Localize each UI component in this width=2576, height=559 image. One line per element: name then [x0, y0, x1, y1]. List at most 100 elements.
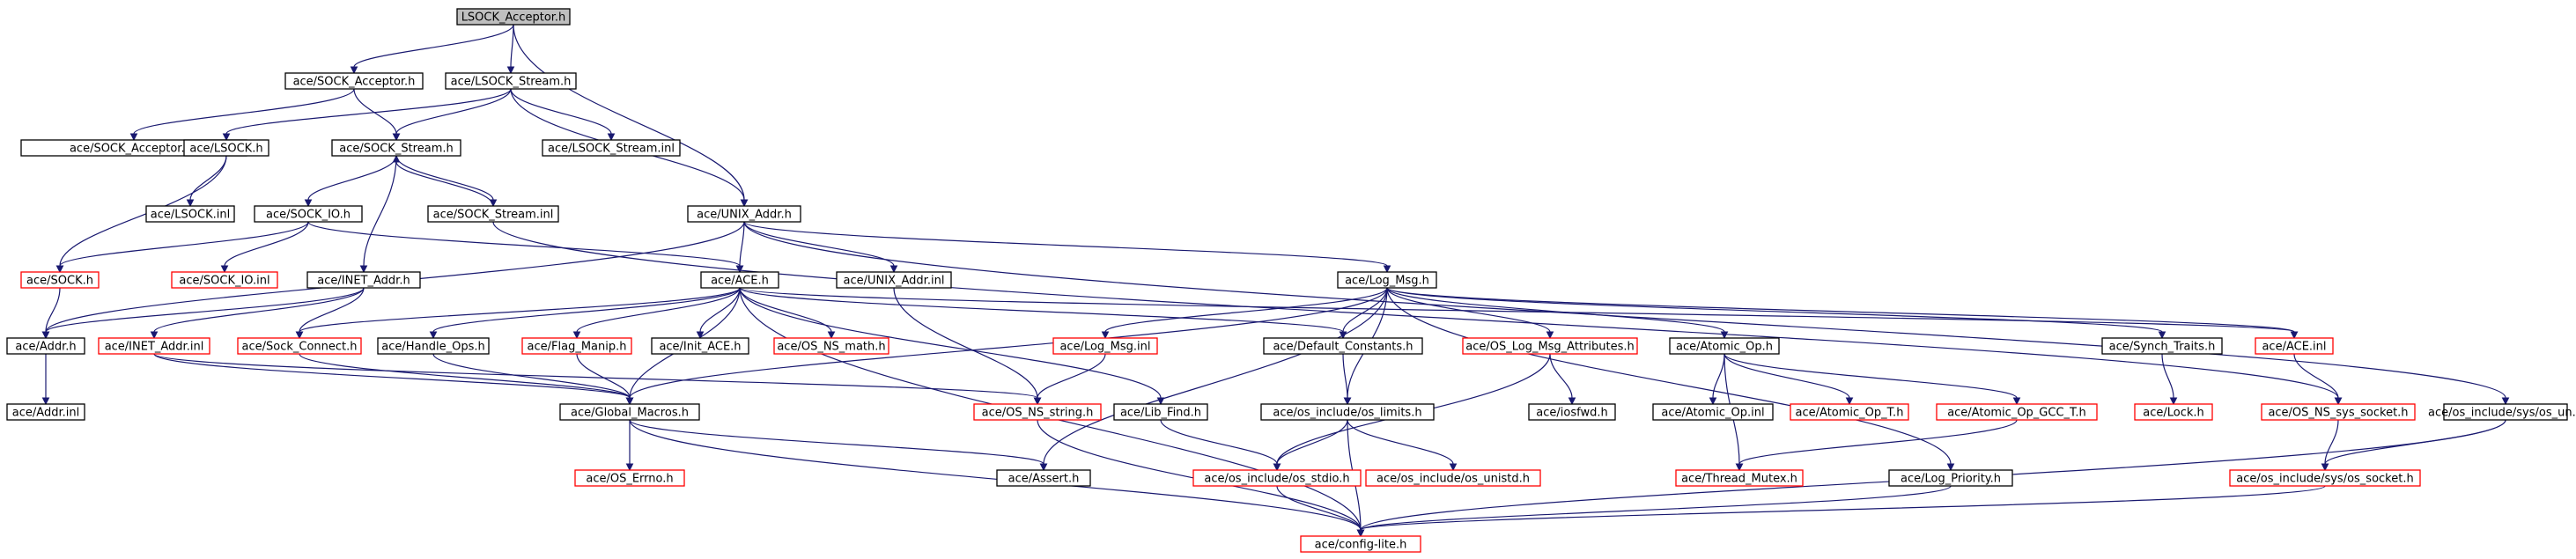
edge-sock_stream_h-to-sock_io_h: [304, 155, 397, 208]
node-addr-h[interactable]: ace/Addr.h: [6, 337, 85, 355]
edge-log_msg_h-to-log_msg_inl: [1101, 287, 1388, 340]
edge-ace_h-to-sock_connect_h: [295, 287, 741, 340]
node-lsock-inl[interactable]: ace/LSOCK.inl: [145, 205, 235, 223]
node-lsock-h[interactable]: ace/LSOCK.h: [183, 139, 269, 157]
node-handle-ops-h[interactable]: ace/Handle_Ops.h: [377, 337, 490, 355]
node-os-log-msg-attributes-h[interactable]: ace/OS_Log_Msg_Attributes.h: [1462, 337, 1638, 355]
edge-inet_addr_inl-to-global_macros_h: [153, 353, 634, 406]
node-label: ace/Atomic_Op_GCC_T.h: [1947, 407, 2086, 420]
node-unix-addr-h[interactable]: ace/UNIX_Addr.h: [687, 205, 801, 223]
node-init-ace-h[interactable]: ace/Init_ACE.h: [651, 337, 749, 355]
edge-os_include_sys_os_un_h-to-os_include_sys_os_socket_h: [2321, 419, 2506, 472]
node-sock-io-h[interactable]: ace/SOCK_IO.h: [254, 205, 363, 223]
node-flag-manip-h[interactable]: ace/Flag_Manip.h: [521, 337, 632, 355]
node-box: [2134, 403, 2213, 421]
node-inet-addr-inl[interactable]: ace/INET_Addr.inl: [98, 337, 210, 355]
node-iosfwd-h[interactable]: ace/iosfwd.h: [1528, 403, 1616, 421]
node-config-lite-h[interactable]: ace/config-lite.h: [1300, 535, 1421, 553]
node-box: [1936, 403, 2098, 421]
edge-atomic_op_h-to-atomic_op_gcc_t_h: [1723, 353, 2021, 406]
node-atomic-op-h[interactable]: ace/Atomic_Op.h: [1669, 337, 1780, 355]
node-log-msg-h[interactable]: ace/Log_Msg.h: [1337, 271, 1437, 289]
node-label: ace/Lock.h: [2143, 407, 2204, 420]
edge-log_msg_h-to-assert_h: [1039, 287, 1388, 472]
node-sock-h[interactable]: ace/SOCK.h: [20, 271, 100, 289]
edge-log_msg_h-to-global_macros_h: [625, 287, 1388, 406]
node-label: ace/SOCK_IO.h: [266, 209, 351, 222]
node-box: [2443, 403, 2568, 421]
node-box: [651, 337, 749, 355]
node-sock-connect-h[interactable]: ace/Sock_Connect.h: [237, 337, 362, 355]
edge-log_msg_h-to-os_log_msg_attributes_h: [1386, 287, 1554, 340]
node-lib-find-h[interactable]: ace/Lib_Find.h: [1113, 403, 1208, 421]
edge-sock_stream_h-to-sock_stream_inl: [395, 155, 498, 208]
node-inet-addr-h[interactable]: ace/INET_Addr.h: [306, 271, 421, 289]
node-label: ace/os_include/sys/os_un.h: [2428, 407, 2576, 420]
node-ace-inl[interactable]: ace/ACE.inl: [2255, 337, 2334, 355]
node-os-errno-h[interactable]: ace/OS_Errno.h: [574, 469, 685, 487]
node-box: [1790, 403, 1909, 421]
node-label: ace/Synch_Traits.h: [2109, 341, 2216, 354]
node-box: [331, 139, 461, 157]
node-label: ace/SOCK.h: [26, 275, 93, 288]
node-atomic-op-gcc-t-h[interactable]: ace/Atomic_Op_GCC_T.h: [1936, 403, 2098, 421]
node-os-include-sys-os-socket-h[interactable]: ace/os_include/sys/os_socket.h: [2229, 469, 2421, 487]
node-label: ace/OS_Log_Msg_Attributes.h: [1465, 341, 1634, 354]
node-box: [1462, 337, 1638, 355]
edge-ace_h-to-ace_inl: [739, 287, 2299, 340]
node-box: [6, 337, 85, 355]
node-global-macros-h[interactable]: ace/Global_Macros.h: [559, 403, 700, 421]
node-lsock-stream-inl[interactable]: ace/LSOCK_Stream.inl: [542, 139, 681, 157]
node-synch-traits-h[interactable]: ace/Synch_Traits.h: [2101, 337, 2223, 355]
node-atomic-op-inl[interactable]: ace/Atomic_Op.inl: [1652, 403, 1774, 421]
node-thread-mutex-h[interactable]: ace/Thread_Mutex.h: [1675, 469, 1804, 487]
node-addr-inl[interactable]: ace/Addr.inl: [6, 403, 85, 421]
node-label: ace/ACE.inl: [2262, 341, 2326, 354]
edge-global_macros_h-to-os_errno_h: [625, 420, 634, 472]
node-label: ace/Global_Macros.h: [571, 407, 689, 420]
node-box: [2101, 337, 2223, 355]
edge-sock_h-to-addr_h: [41, 287, 61, 340]
edge-lib_find_h-to-os_include_os_stdio_h: [1160, 419, 1281, 472]
edge-ace_h-to-flag_manip_h: [572, 287, 741, 340]
node-log-priority-h[interactable]: ace/Log_Priority.h: [1888, 469, 2013, 487]
node-box: [542, 139, 681, 157]
edge-atomic_op_h-to-atomic_op_t_h: [1723, 353, 1854, 406]
node-label: ace/os_include/os_limits.h: [1273, 407, 1421, 420]
node-os-ns-math-h[interactable]: ace/OS_NS_math.h: [773, 337, 889, 355]
node-sock-io-inl[interactable]: ace/SOCK_IO.inl: [171, 271, 278, 289]
node-atomic-op-t-h[interactable]: ace/Atomic_Op_T.h: [1790, 403, 1909, 421]
node-os-ns-sys-socket-h[interactable]: ace/OS_NS_sys_socket.h: [2261, 403, 2416, 421]
node-box: [145, 205, 235, 223]
node-os-include-os-stdio-h[interactable]: ace/os_include/os_stdio.h: [1192, 469, 1362, 487]
node-sock-acceptor-h[interactable]: ace/SOCK_Acceptor.h: [284, 72, 424, 90]
node-lsock-acceptor-h: LSOCK_Acceptor.h: [456, 8, 571, 26]
edge-sock_io_h-to-sock_h: [55, 221, 309, 274]
node-sock-stream-h[interactable]: ace/SOCK_Stream.h: [331, 139, 461, 157]
edge-global_macros_h-to-assert_h: [629, 419, 1048, 472]
node-unix-addr-inl[interactable]: ace/UNIX_Addr.inl: [836, 271, 952, 289]
edge-os_ns_sys_socket_h-to-os_include_sys_os_socket_h: [2321, 419, 2339, 472]
node-os-include-os-unistd-h[interactable]: ace/os_include/os_unistd.h: [1365, 469, 1541, 487]
node-label: ace/Addr.h: [15, 341, 76, 354]
edge-log_msg_inl-to-os_ns_string_h: [1033, 353, 1106, 406]
node-ace-h[interactable]: ace/ACE.h: [700, 271, 779, 289]
edge-flag_manip_h-to-global_macros_h: [576, 353, 634, 406]
node-os-include-sys-os-un-h[interactable]: ace/os_include/sys/os_un.h: [2428, 403, 2576, 421]
node-log-msg-inl[interactable]: ace/Log_Msg.inl: [1052, 337, 1158, 355]
node-lock-h[interactable]: ace/Lock.h: [2134, 403, 2213, 421]
node-label: ace/Log_Priority.h: [1901, 473, 2001, 486]
edge-log_msg_h-to-synch_traits_h: [1386, 287, 2166, 340]
node-lsock-stream-h[interactable]: ace/LSOCK_Stream.h: [445, 72, 577, 90]
edge-os_include_os_limits_h-to-os_include_os_stdio_h: [1273, 419, 1348, 472]
node-label: ace/Flag_Manip.h: [528, 341, 627, 354]
node-default-constants-h[interactable]: ace/Default_Constants.h: [1263, 337, 1423, 355]
node-os-include-os-limits-h[interactable]: ace/os_include/os_limits.h: [1260, 403, 1435, 421]
node-os-ns-string-h[interactable]: ace/OS_NS_string.h: [973, 403, 1102, 421]
node-box: [1052, 337, 1158, 355]
node-sock-stream-inl[interactable]: ace/SOCK_Stream.inl: [427, 205, 559, 223]
node-assert-h[interactable]: ace/Assert.h: [996, 469, 1091, 487]
edge-unix_addr_h-to-ace_h: [735, 221, 745, 274]
edge-sock_stream_inl-to-os_ns_sys_socket_h: [492, 221, 2343, 406]
